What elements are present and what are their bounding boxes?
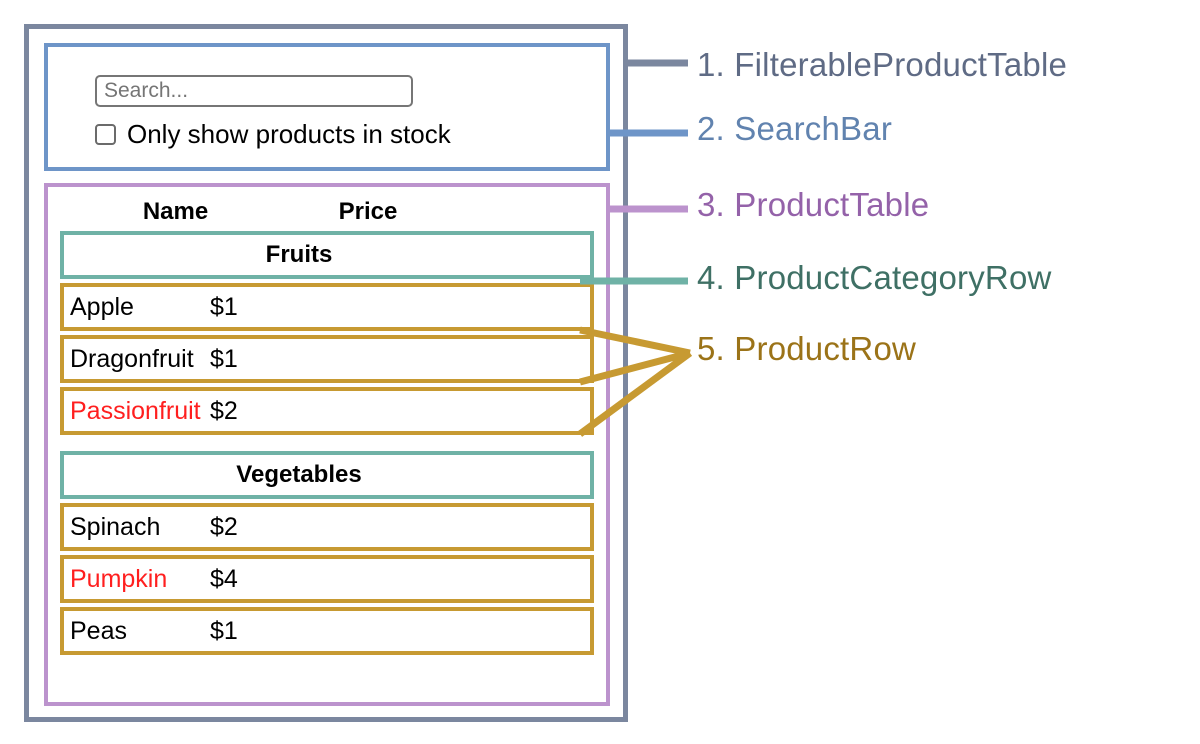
product-category-row-label: Fruits [265,241,333,268]
in-stock-checkbox[interactable] [95,123,116,145]
legend-number: 1. [697,46,725,83]
legend-label: SearchBar [734,110,893,147]
product-row-price: $1 [210,344,238,373]
search-input[interactable] [95,75,413,107]
product-category-row-label: Vegetables [236,461,362,488]
product-row-name: Peas [70,616,127,645]
legend-label: FilterableProductTable [734,46,1068,83]
product-table-frame: Name Price Fruits Apple $1 Dragonfruit $… [44,183,610,706]
product-row: Spinach $2 [60,503,594,551]
product-row-name: Pumpkin [70,564,168,593]
legend-item-product-table: 3. ProductTable [697,186,929,224]
in-stock-filter-row[interactable]: Only show products in stock [95,121,451,147]
product-row-price: $1 [210,616,238,645]
legend-number: 2. [697,110,725,147]
in-stock-checkbox-label: Only show products in stock [127,119,451,149]
product-row-name: Spinach [70,512,161,541]
product-row: Passionfruit $2 [60,387,594,435]
column-header-name: Name [142,198,209,225]
product-category-row: Vegetables [60,451,594,499]
legend-number: 5. [697,330,725,367]
column-header-price: Price [338,198,398,225]
category-spacer [60,439,594,451]
legend-item-product-category-row: 4. ProductCategoryRow [697,259,1052,297]
legend-item-search-bar: 2. SearchBar [697,110,892,148]
product-row: Peas $1 [60,607,594,655]
legend-label: ProductCategoryRow [734,259,1052,296]
product-row-price: $2 [210,396,238,425]
product-row: Dragonfruit $1 [60,335,594,383]
product-table-header-row: Name Price [60,193,594,231]
legend-item-filterable-product-table: 1. FilterableProductTable [697,46,1067,84]
product-row-name: Apple [70,292,134,321]
product-row-price: $4 [210,564,238,593]
product-row: Apple $1 [60,283,594,331]
legend-item-product-row: 5. ProductRow [697,330,916,368]
product-row-price: $1 [210,292,238,321]
product-row-name: Dragonfruit [70,344,194,373]
product-row: Pumpkin $4 [60,555,594,603]
legend-number: 3. [697,186,725,223]
product-table-body: Name Price Fruits Apple $1 Dragonfruit $… [60,193,594,659]
legend-label: ProductTable [734,186,930,223]
legend-label: ProductRow [734,330,917,367]
search-bar-frame: Only show products in stock [44,43,610,171]
product-row-name: Passionfruit [70,396,201,425]
product-row-price: $2 [210,512,238,541]
legend-number: 4. [697,259,725,296]
product-category-row: Fruits [60,231,594,279]
